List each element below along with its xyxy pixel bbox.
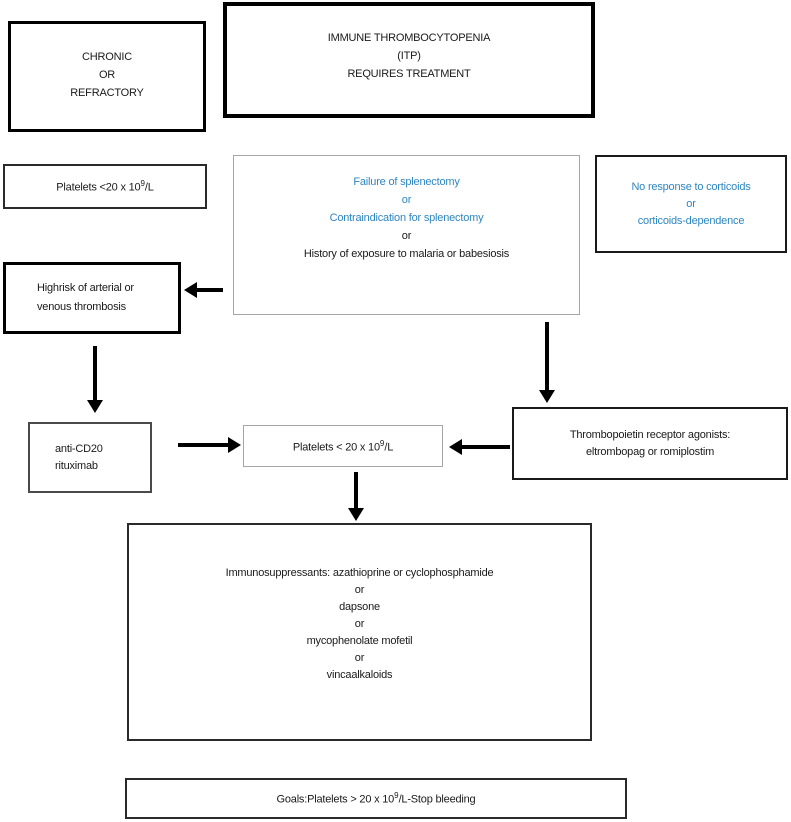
box-line: Thrombopoietin receptor agonists: [569, 428, 731, 441]
box-line: mycophenolate mofetil [306, 635, 413, 647]
arrow-anticd20-to-platelets-head [228, 437, 241, 453]
superscript-9: 9 [140, 179, 145, 189]
arrow-criteria-to-tpo-head [539, 390, 555, 403]
box-line: or [686, 197, 696, 210]
box-line: REFRACTORY [70, 87, 144, 99]
box-immunosuppressants: Immunosuppressants: azathioprine or cycl… [127, 523, 592, 741]
box-itp-requires-treatment: IMMUNE THROMBOCYTOPENIA (ITP) REQUIRES T… [223, 2, 595, 118]
box-line: OR [98, 69, 116, 81]
arrow-tpo-to-platelets-head [449, 439, 462, 455]
arrow-platelets-to-immuno-head [348, 508, 364, 521]
arrow-criteria-to-tpo-shaft [545, 322, 549, 390]
box-line: Platelets <20 x 109/L [56, 179, 154, 194]
box-thrombopoietin-agonists: Thrombopoietin receptor agonists: eltrom… [512, 407, 788, 480]
box-line: dapsone [339, 601, 380, 613]
box-goals: Goals:Platelets > 20 x 109/L-Stop bleedi… [125, 778, 627, 819]
superscript-9: 9 [379, 438, 385, 448]
box-highrisk-thrombosis: Highrisk of arterial or venous thrombosi… [3, 262, 181, 334]
box-line: History of exposure to malaria or babesi… [303, 248, 510, 260]
box-line: Platelets < 20 x 109/L [292, 438, 394, 454]
superscript-9: 9 [394, 791, 399, 801]
box-line: or [354, 652, 365, 664]
box-line: corticoids-dependence [637, 214, 745, 227]
box-line: Contraindication for splenectomy [329, 212, 484, 224]
arrow-highrisk-to-anticd20-shaft [93, 346, 97, 400]
box-line: rituximab [55, 459, 98, 472]
box-chronic-or-refractory: CHRONIC OR REFRACTORY [8, 21, 206, 132]
box-line: CHRONIC [82, 51, 132, 63]
box-line: Failure of splenectomy [353, 176, 460, 188]
arrow-platelets-to-immuno-shaft [354, 472, 358, 510]
box-line: Goals:Platelets > 20 x 109/L-Stop bleedi… [276, 791, 476, 806]
box-line: Immunosuppressants: azathioprine or cycl… [225, 567, 494, 579]
box-platelets-under-20-center: Platelets < 20 x 109/L [243, 425, 443, 467]
box-platelets-under-20: Platelets <20 x 109/L [3, 164, 207, 209]
box-line: anti-CD20 [55, 442, 103, 455]
box-line: Highrisk of arterial or [37, 282, 134, 294]
diagram-title-line: REQUIRES TREATMENT [347, 68, 471, 80]
box-line: venous thrombosis [37, 301, 126, 313]
box-line: or [401, 230, 412, 242]
box-line: or [401, 194, 412, 206]
diagram-title-line: IMMUNE THROMBOCYTOPENIA [327, 32, 491, 44]
box-line: eltrombopag or romiplostim [585, 445, 715, 458]
box-line: or [354, 618, 365, 630]
box-anti-cd20-rituximab: anti-CD20 rituximab [28, 422, 152, 493]
diagram-title-line: (ITP) [397, 50, 421, 62]
arrow-criteria-to-highrisk-shaft [196, 288, 223, 292]
arrow-tpo-to-platelets-shaft [462, 445, 510, 449]
box-no-response-corticoids: No response to corticoids or corticoids-… [595, 155, 787, 253]
arrow-anticd20-to-platelets-shaft [178, 443, 228, 447]
box-splenectomy-criteria: Failure of splenectomy or Contraindicati… [233, 155, 580, 315]
box-line: or [354, 584, 365, 596]
arrow-criteria-to-highrisk-head [184, 282, 197, 298]
box-line: No response to corticoids [631, 180, 751, 193]
arrow-highrisk-to-anticd20-head [87, 400, 103, 413]
box-line: vincaalkaloids [326, 669, 393, 681]
